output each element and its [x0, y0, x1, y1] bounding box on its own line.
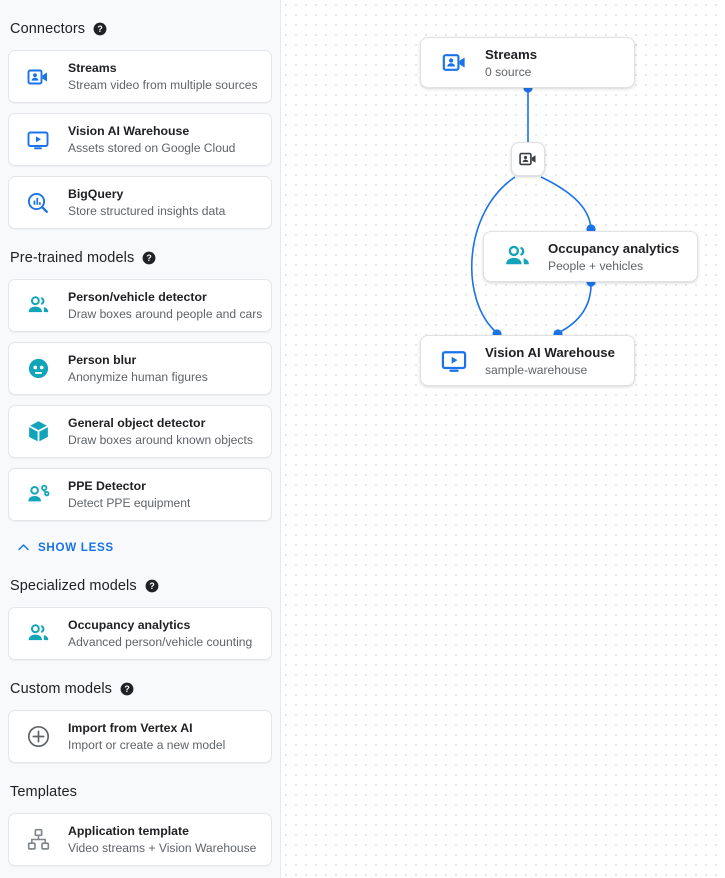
graph-node-text: Streams 0 source: [485, 46, 537, 80]
sidebar-item-title: BigQuery: [68, 187, 124, 201]
bigquery-icon: [25, 190, 51, 216]
help-icon[interactable]: ?: [142, 251, 156, 265]
graph-canvas[interactable]: Streams 0 source: [281, 0, 725, 878]
sidebar-item-text: Occupancy analytics Advanced person/vehi…: [68, 617, 252, 650]
sidebar-item-title: Application template: [68, 824, 189, 838]
sidebar-item-ppe-detector[interactable]: PPE Detector Detect PPE equipment: [8, 468, 272, 521]
sidebar-item-subtitle: Assets stored on Google Cloud: [68, 141, 236, 155]
sidebar-item-text: Person/vehicle detector Draw boxes aroun…: [68, 289, 262, 322]
sidebar-item-vision-ai-warehouse[interactable]: Vision AI Warehouse Assets stored on Goo…: [8, 113, 272, 166]
sidebar-item-title: Occupancy analytics: [68, 618, 191, 632]
sidebar-item-streams[interactable]: Streams Stream video from multiple sourc…: [8, 50, 272, 103]
sidebar-item-person-blur[interactable]: Person blur Anonymize human figures: [8, 342, 272, 395]
sidebar-item-title: PPE Detector: [68, 479, 146, 493]
sidebar-item-text: Streams Stream video from multiple sourc…: [68, 60, 258, 93]
people-group-icon: [25, 293, 51, 319]
ppe-person-icon: [25, 482, 51, 508]
sidebar-item-title: Person/vehicle detector: [68, 290, 207, 304]
sidebar-item-text: Application template Video streams + Vis…: [68, 823, 256, 856]
sidebar-item-text: Vision AI Warehouse Assets stored on Goo…: [68, 123, 235, 156]
graph-node-subtitle: People + vehicles: [548, 258, 644, 273]
graph-node-vision-ai-warehouse[interactable]: Vision AI Warehouse sample-warehouse: [420, 335, 635, 386]
sidebar-item-text: Import from Vertex AI Import or create a…: [68, 720, 225, 753]
video-camera-icon: [439, 48, 469, 78]
sidebar-item-text: Person blur Anonymize human figures: [68, 352, 208, 385]
component-sidebar: Connectors ? Streams Stream video from m…: [0, 0, 281, 878]
sidebar-item-title: Vision AI Warehouse: [68, 124, 190, 138]
sidebar-item-title: General object detector: [68, 416, 206, 430]
svg-text:?: ?: [149, 581, 154, 591]
sidebar-item-subtitle: Video streams + Vision Warehouse: [68, 841, 257, 855]
help-icon[interactable]: ?: [93, 22, 107, 36]
graph-node-title: Occupancy analytics: [548, 240, 680, 256]
edge-badge-to-warehouse: [471, 176, 516, 334]
sidebar-item-person-vehicle-detector[interactable]: Person/vehicle detector Draw boxes aroun…: [8, 279, 272, 332]
video-monitor-icon: [25, 127, 51, 153]
graph-node-subtitle: sample-warehouse: [485, 362, 588, 377]
sidebar-item-subtitle: Draw boxes around people and cars: [68, 307, 263, 321]
show-less-toggle[interactable]: SHOW LESS: [16, 537, 272, 557]
edge-badge-to-occupancy: [540, 176, 592, 230]
graph-node-subtitle: 0 source: [485, 64, 532, 79]
graph-node-streams[interactable]: Streams 0 source: [420, 37, 635, 88]
sidebar-item-general-object-detector[interactable]: General object detector Draw boxes aroun…: [8, 405, 272, 458]
sidebar-item-subtitle: Detect PPE equipment: [68, 496, 191, 510]
sidebar-item-subtitle: Advanced person/vehicle counting: [68, 635, 253, 649]
cube-icon: [25, 419, 51, 445]
video-camera-icon: [519, 152, 536, 166]
video-monitor-icon: [439, 346, 469, 376]
section-title: Custom models: [10, 681, 113, 697]
graph-node-title: Streams: [485, 46, 538, 62]
graph-node-text: Vision AI Warehouse sample-warehouse: [485, 344, 615, 378]
svg-text:?: ?: [147, 253, 152, 263]
plus-circle-icon: [25, 724, 51, 750]
person-face-icon: [25, 356, 51, 382]
graph-badge-streams-source[interactable]: [511, 142, 545, 176]
section-title: Pre-trained models: [10, 250, 135, 266]
section-header-connectors: Connectors ?: [8, 18, 272, 40]
section-title: Templates: [10, 784, 77, 800]
section-header-pre-trained-models: Pre-trained models ?: [8, 247, 272, 269]
svg-text:?: ?: [124, 684, 129, 694]
graph-node-text: Occupancy analytics People + vehicles: [548, 240, 679, 274]
sidebar-item-text: PPE Detector Detect PPE equipment: [68, 478, 190, 511]
section-header-custom-models: Custom models ?: [8, 678, 272, 700]
sidebar-item-subtitle: Anonymize human figures: [68, 370, 208, 384]
help-icon[interactable]: ?: [145, 579, 159, 593]
sidebar-item-import-from-vertex-ai[interactable]: Import from Vertex AI Import or create a…: [8, 710, 272, 763]
sidebar-item-title: Streams: [68, 61, 117, 75]
sidebar-item-title: Import from Vertex AI: [68, 721, 193, 735]
sidebar-item-bigquery[interactable]: BigQuery Store structured insights data: [8, 176, 272, 229]
section-header-specialized-models: Specialized models ?: [8, 575, 272, 597]
graph-edges: [471, 83, 596, 339]
graph-node-occupancy-analytics[interactable]: Occupancy analytics People + vehicles: [483, 231, 698, 282]
sidebar-item-title: Person blur: [68, 353, 137, 367]
sidebar-item-application-template[interactable]: Application template Video streams + Vis…: [8, 813, 272, 866]
people-group-icon: [25, 621, 51, 647]
chevron-up-icon: [18, 543, 29, 550]
svg-text:?: ?: [97, 24, 102, 34]
video-camera-icon: [25, 64, 51, 90]
sidebar-item-text: General object detector Draw boxes aroun…: [68, 415, 253, 448]
sidebar-item-subtitle: Stream video from multiple sources: [68, 78, 258, 92]
people-group-icon: [502, 242, 532, 272]
help-icon[interactable]: ?: [120, 682, 134, 696]
sidebar-item-subtitle: Store structured insights data: [68, 204, 226, 218]
sidebar-item-subtitle: Import or create a new model: [68, 738, 226, 752]
sidebar-item-subtitle: Draw boxes around known objects: [68, 433, 253, 447]
graph-node-title: Vision AI Warehouse: [485, 344, 615, 360]
section-title: Specialized models: [10, 578, 137, 594]
section-header-templates: Templates: [8, 781, 272, 803]
sidebar-item-text: BigQuery Store structured insights data: [68, 186, 225, 219]
edge-occupancy-to-warehouse: [557, 280, 592, 334]
show-less-label: SHOW LESS: [38, 540, 114, 554]
sidebar-item-occupancy-analytics[interactable]: Occupancy analytics Advanced person/vehi…: [8, 607, 272, 660]
hierarchy-icon: [25, 827, 51, 853]
section-title: Connectors: [10, 21, 86, 37]
